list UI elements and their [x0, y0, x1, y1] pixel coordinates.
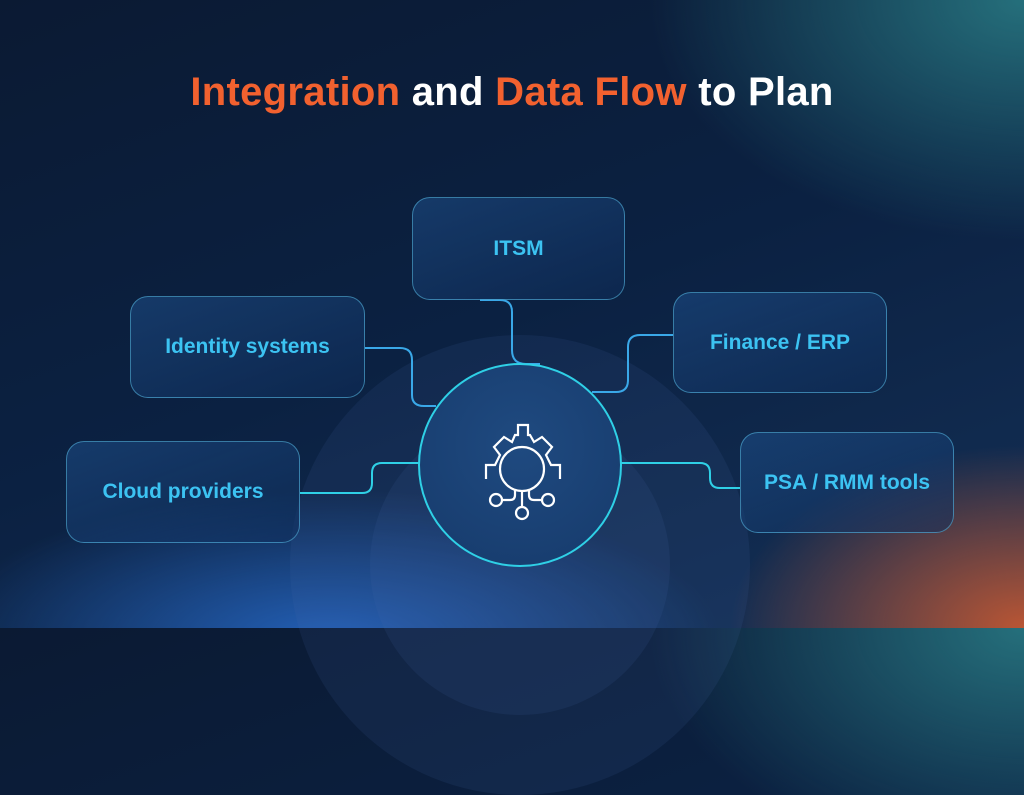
node-label: Identity systems: [165, 335, 330, 358]
node-psa-rmm-tools: PSA / RMM tools: [740, 432, 954, 533]
node-label: ITSM: [493, 236, 544, 260]
title-text-1: and: [400, 70, 496, 114]
title-text-2: to Plan: [686, 70, 834, 114]
connector-itsm: [480, 299, 540, 365]
connector-cloud: [300, 462, 420, 494]
gear-network-icon: [484, 423, 562, 521]
page-title: Integration and Data Flow to Plan: [0, 70, 1024, 115]
node-finance-erp: Finance / ERP: [673, 292, 887, 393]
integration-hub: [418, 363, 622, 567]
connector-identity: [365, 347, 436, 407]
node-label: PSA / RMM tools: [763, 470, 931, 494]
node-label: Cloud providers: [102, 480, 264, 503]
title-accent-1: Integration: [190, 70, 401, 114]
node-cloud-providers: Cloud providers: [66, 441, 300, 543]
title-accent-2: Data Flow: [495, 70, 687, 114]
node-label: Finance / ERP: [709, 330, 851, 354]
node-itsm: ITSM: [412, 197, 625, 300]
connector-finance: [592, 334, 673, 393]
node-identity-systems: Identity systems: [130, 296, 365, 398]
connector-psa: [620, 462, 740, 489]
